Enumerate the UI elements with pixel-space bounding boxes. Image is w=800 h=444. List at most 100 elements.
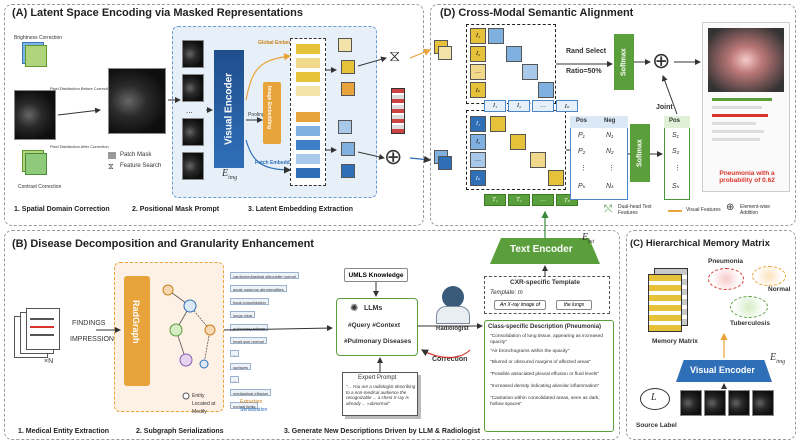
legend-add: Element-wise Addition <box>740 204 771 216</box>
legend-dual: Dual-head Text Features <box>618 204 652 216</box>
tuberculosis-label: Tuberculosis <box>730 320 770 327</box>
text-encoder <box>490 238 600 264</box>
e-img-c: Eimg <box>770 352 786 365</box>
patch-feature-stack <box>338 120 352 134</box>
addition-icon-d: ⊕ <box>652 48 671 73</box>
visual-encoder-a: Visual Encoder <box>214 50 244 168</box>
softmax-top: Softmax <box>614 34 634 90</box>
panel-c-title: (C) Hierarchical Memory Matrix <box>630 238 770 249</box>
graph-tag: cardiomediastinal silhouette normal <box>230 272 299 279</box>
i-cell: I₂ <box>508 100 530 112</box>
graph-tag: lungs clear <box>230 311 256 318</box>
panel-c <box>626 230 796 440</box>
patch-xray-1 <box>182 40 204 68</box>
radgraph-block <box>124 276 150 386</box>
pixel-dist-after: Pixel Distribution After Correction <box>50 144 109 149</box>
bullet: "Air bronchograms within the opacity" <box>490 349 570 354</box>
normal-cluster <box>752 266 786 286</box>
result-xray <box>708 28 784 92</box>
graph-tag: pulmonary edema <box>230 324 269 331</box>
visual-encoder-c <box>676 360 772 382</box>
pneumonia-label: Pneumonia <box>708 258 744 265</box>
pooling-label: Pooling <box>248 112 265 118</box>
bullet: "Cavitation within consolidated areas, s… <box>490 396 600 407</box>
bullet: "Blurred or obscured margins of affected… <box>490 360 591 365</box>
i-cell: … <box>532 100 554 112</box>
e-img-a: Eimg <box>222 168 238 181</box>
ratio: Ratio=50% <box>566 68 602 75</box>
step-b1: 1. Medical Entity Extraction <box>18 428 110 435</box>
score-column <box>664 116 690 200</box>
joint-label: Joint <box>656 104 673 111</box>
entity-label: Entity <box>192 393 205 399</box>
radiologist-avatar <box>442 286 464 308</box>
chest-xray-input <box>14 90 56 140</box>
panel-b-title: (B) Disease Decomposition and Granularit… <box>12 238 314 250</box>
tuberculosis-cluster <box>730 296 768 318</box>
t-cell: … <box>532 194 554 206</box>
graph-tag: normal limits <box>230 402 259 409</box>
bullet: "Consolidation of lung tissue, appearing… <box>490 334 603 345</box>
step-b2: 2. Subgraph Serializations <box>136 428 224 435</box>
graph-tag: surfaces <box>230 363 252 370</box>
rand-select: Rand Select <box>566 48 607 55</box>
masked-xray <box>108 68 166 134</box>
patch-mask-legend <box>108 152 116 159</box>
probability-text: Pneumonia with a probability of 0.62 <box>719 170 775 184</box>
umls-box: UMLS Knowledge <box>344 268 408 282</box>
bullet: "Increased density indicating alveolar i… <box>490 384 600 389</box>
i-cell: I₁ <box>484 100 506 112</box>
graph-tag: ... <box>230 376 240 383</box>
pos-neg-table <box>570 116 628 200</box>
llm-icon: ✺ <box>350 303 359 314</box>
t-cell: T₂ <box>508 194 530 206</box>
i-cell: Iₙ <box>556 100 578 112</box>
modify-label: Modify <box>192 409 207 415</box>
source-xray-2 <box>704 390 726 416</box>
graph-tag: mediastinal effusion <box>230 389 272 396</box>
brightness-label: Brightness Correction <box>14 35 63 41</box>
feature-search-label: Feature Search <box>120 163 162 169</box>
feature-bar <box>391 88 405 134</box>
source-xray-1 <box>680 390 702 416</box>
located-at-label: Located at <box>192 401 216 407</box>
softmax-bottom: Softmax <box>630 124 650 182</box>
e-txt: Etxt <box>582 232 595 245</box>
expert-prompt-box <box>342 372 418 416</box>
global-embedding-label: Global Embedding <box>258 40 303 46</box>
xn-label: ×N <box>44 358 54 365</box>
global-feature-stack <box>338 38 352 52</box>
source-xray-4 <box>752 390 774 416</box>
panel-b <box>4 230 620 440</box>
panel-d-title: (D) Cross-Modal Semantic Alignment <box>440 7 634 19</box>
graph-tag: heart size normal <box>230 337 267 344</box>
panel-a-title: (A) Latent Space Encoding via Masked Rep… <box>12 7 303 19</box>
legend-add-icon: ⊕ <box>726 202 735 213</box>
patch-mask-label: Patch Mask <box>120 152 152 158</box>
patch-xray-3 <box>182 118 204 146</box>
normal-label: Normal <box>768 286 791 293</box>
findings-label: FINDINGS <box>72 320 106 327</box>
hourglass-icon: ⧖ <box>108 162 114 171</box>
patch-xray-4 <box>182 152 204 180</box>
graph-tag: acute osseous abnormalities <box>230 285 287 292</box>
contrast-label: Contrast Correction <box>18 184 62 190</box>
impression-label: IMPRESSION <box>70 336 114 343</box>
step-a2: 2. Positional Mask Prompt <box>132 206 220 213</box>
pixel-dist-before: Pixel Distribution Before Correction <box>50 86 113 91</box>
llm-box <box>336 298 418 356</box>
legend-visual: Visual Features <box>686 207 721 213</box>
panel-d <box>430 4 796 226</box>
graph-tag: focal consolidation <box>230 298 269 305</box>
step-b3: 3. Generate New Descriptions Driven by L… <box>284 428 481 435</box>
serialization-label: Serialization <box>240 407 268 413</box>
legend-dual-icon: ⤲ <box>604 204 612 215</box>
pneumonia-cluster <box>708 268 744 290</box>
source-xray-3 <box>728 390 750 416</box>
source-label-cloud <box>640 388 670 410</box>
step-a1: 1. Spatial Domain Correction <box>14 206 110 213</box>
addition-icon-a: ⊕ <box>384 144 403 169</box>
hourglass-feature-icon: ⧖ <box>389 48 401 65</box>
bullet: "Possible associated pleural effusion or… <box>490 372 599 377</box>
step-a3: 3. Latent Embedding Extraction <box>248 206 354 213</box>
